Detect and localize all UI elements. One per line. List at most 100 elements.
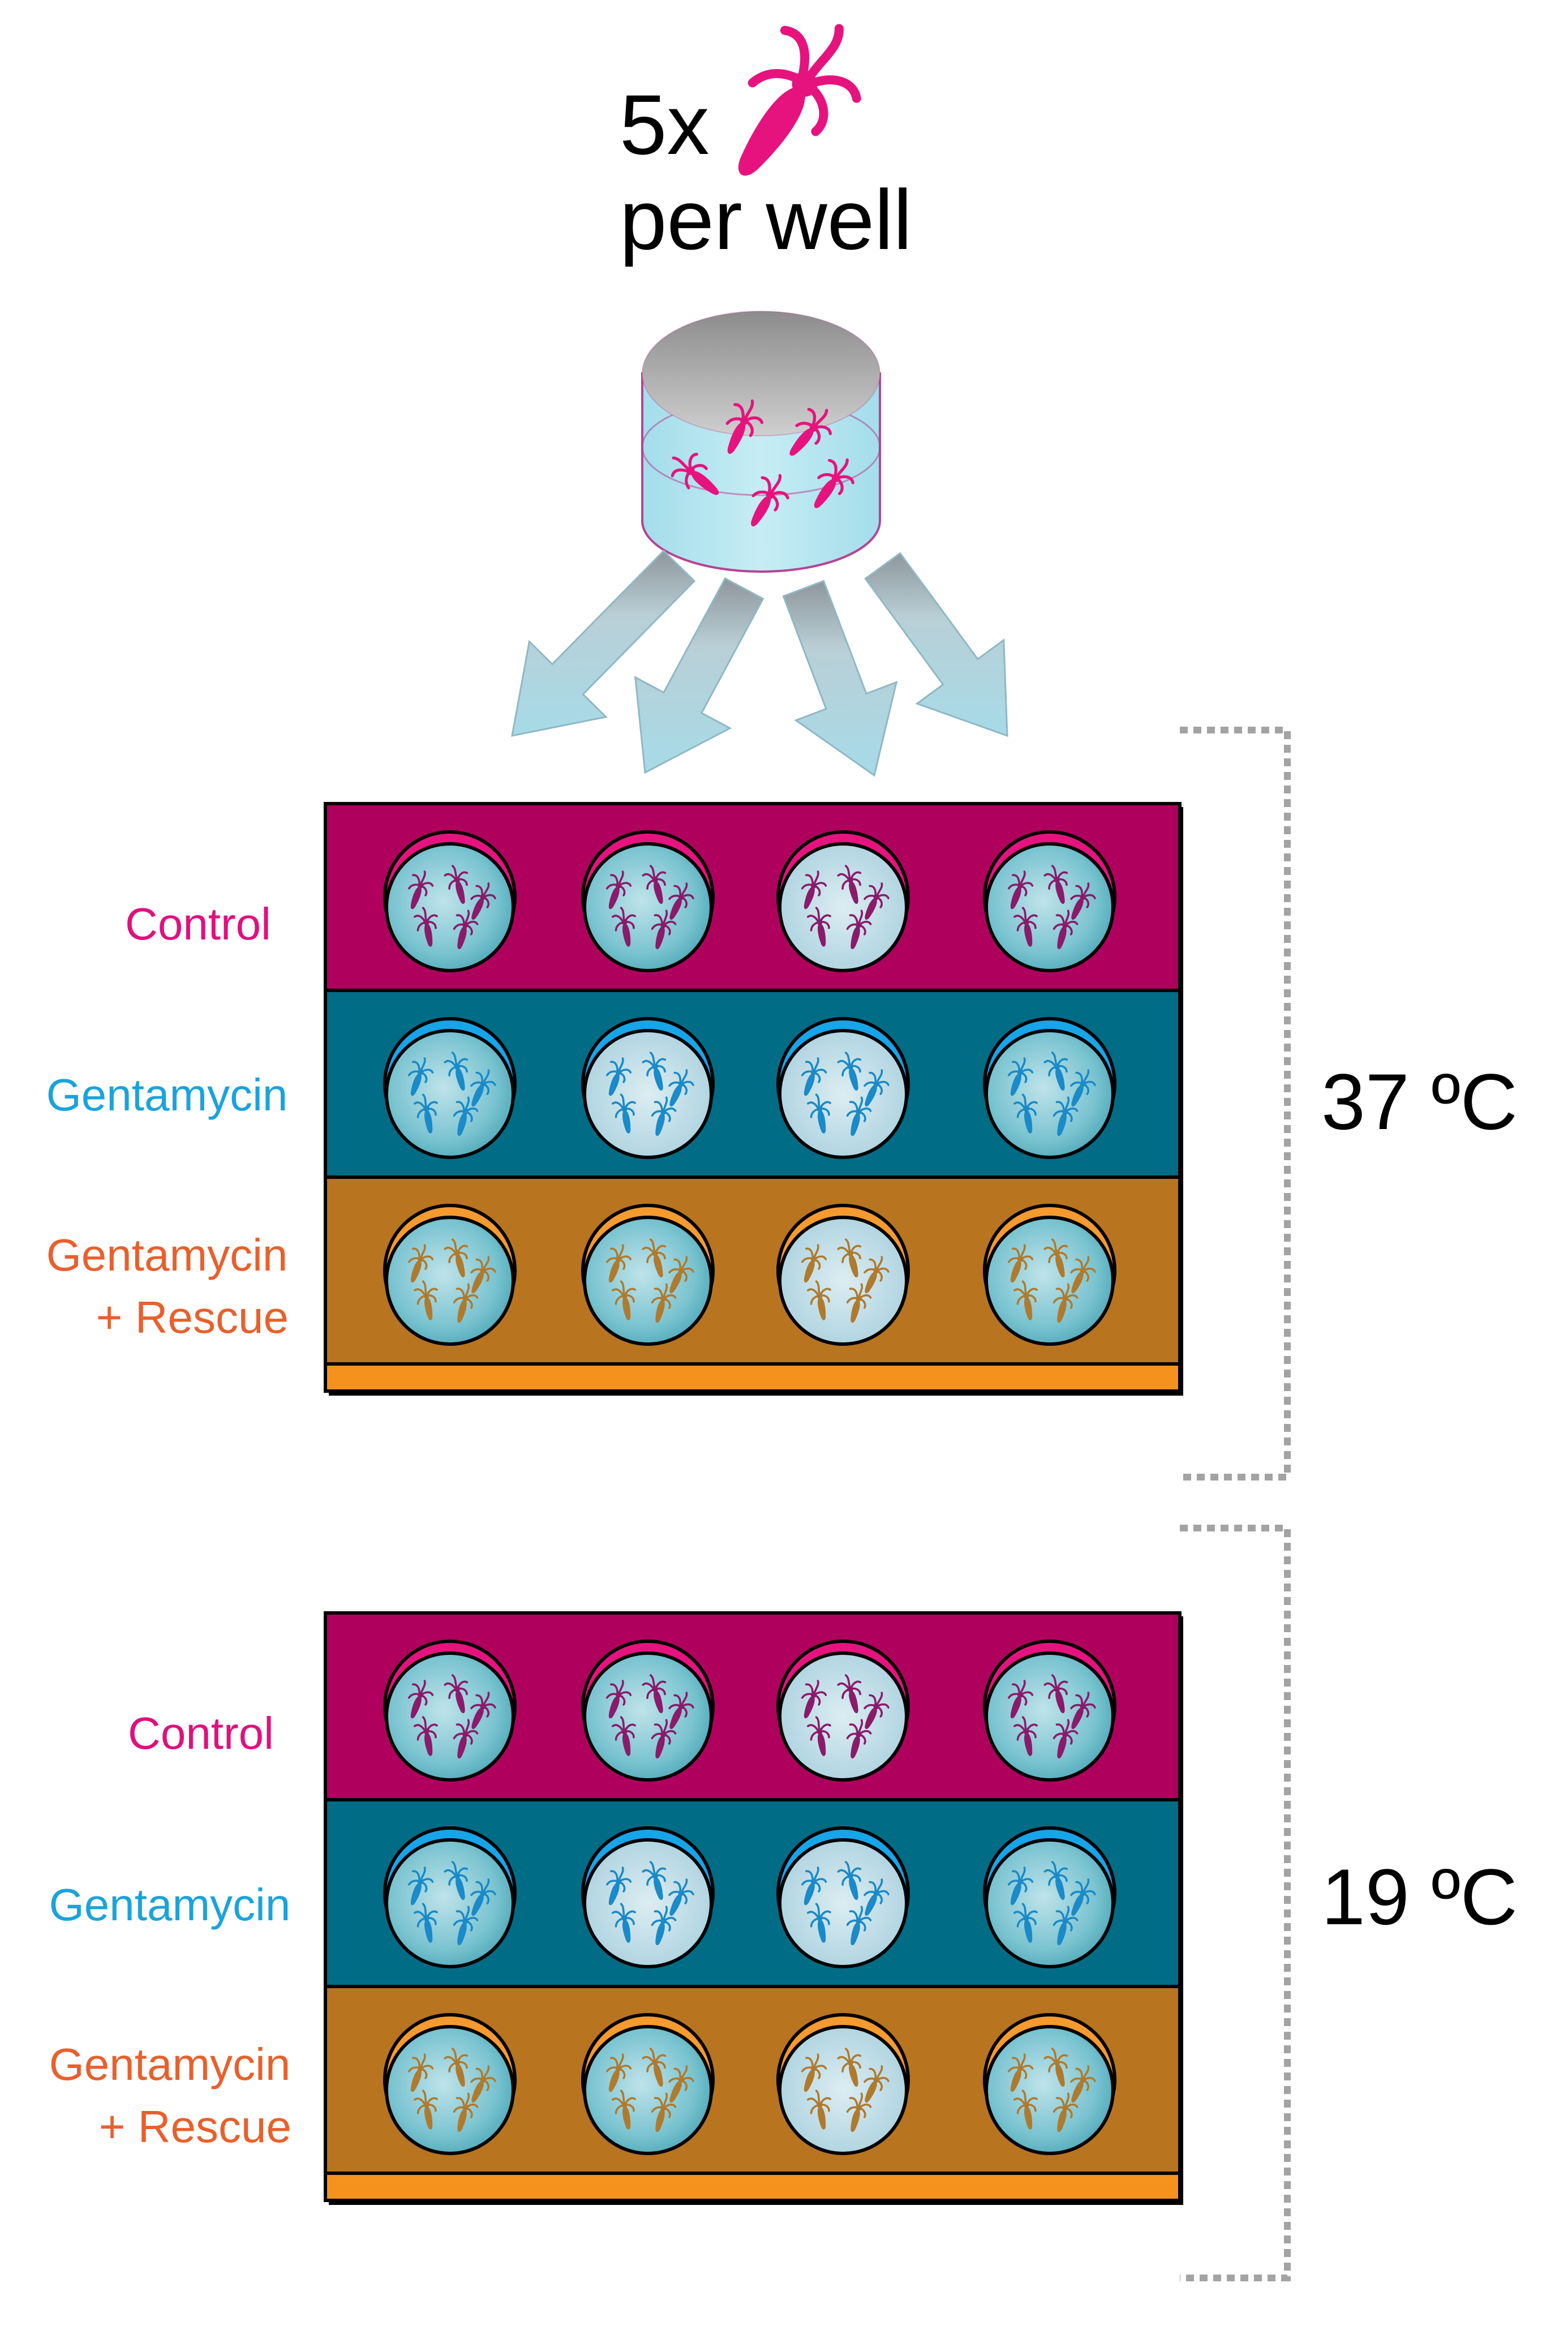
hydra-icon: [1070, 882, 1096, 920]
hydra-icon: [453, 1283, 479, 1323]
hydra-icon: [1007, 1680, 1034, 1719]
well: [776, 1640, 910, 1782]
hydra-icon: [668, 882, 694, 920]
hydra-icon: [1013, 1280, 1038, 1320]
plate-1: [324, 802, 1183, 1396]
hydra-icon: [668, 1878, 694, 1916]
hydra-icon: [1043, 2048, 1068, 2087]
hydra-icon: [651, 1719, 677, 1759]
hydra-icon: [801, 2053, 827, 2092]
hydra-icon: [864, 1256, 890, 1294]
hydra-icon: [671, 453, 719, 495]
hydra-icon: [612, 907, 636, 947]
hydra-icon: [837, 1861, 862, 1900]
hydra-icon: [642, 865, 667, 904]
hydra-icon: [1007, 1244, 1034, 1283]
hydra-icon: [651, 1283, 677, 1323]
hydra-icon: [864, 2065, 890, 2103]
hydra-icon: [846, 1283, 872, 1323]
row-label-gentamycin: Gentamycin: [46, 1070, 288, 1120]
hydra-icon: [444, 1052, 469, 1091]
hydra-icon: [651, 1906, 677, 1946]
hydra-icon: [668, 1069, 694, 1107]
hydra-icon: [1007, 2053, 1034, 2092]
hydra-icon: [864, 1069, 890, 1107]
row-label-rescue-line2: + Rescue: [96, 1292, 289, 1342]
well: [581, 830, 715, 972]
well: [983, 1640, 1116, 1782]
well: [983, 1017, 1116, 1159]
hydra-icon: [1007, 1057, 1034, 1096]
hydra-icon: [807, 907, 831, 947]
hydra-icon: [1013, 2089, 1038, 2130]
hydra-icon: [407, 870, 434, 909]
hydra-icon: [837, 1052, 862, 1091]
well: [581, 1640, 715, 1782]
hydra-icon: [846, 909, 872, 950]
hydra-icon: [642, 2048, 667, 2087]
hydra-icon: [1053, 1283, 1079, 1323]
hydra-icon: [1007, 870, 1034, 909]
bracket-19c: [1180, 1525, 1291, 2281]
row-label-rescue-line1: Gentamycin: [49, 2039, 291, 2089]
well: [776, 1826, 910, 1968]
well: [983, 1826, 1116, 1968]
hydra-icon: [837, 2048, 862, 2087]
hydra-icon: [1070, 1692, 1096, 1730]
hydra-icon: [864, 1692, 890, 1730]
hydra-icon: [801, 1866, 827, 1906]
hydra-icon: [1007, 1866, 1034, 1906]
hydra-icon: [807, 1903, 831, 1943]
hydra-icon: [837, 1238, 862, 1278]
hydra-icon: [444, 1238, 469, 1278]
hydra-icon: [470, 882, 496, 920]
hydra-icon: [407, 2053, 434, 2092]
well: [383, 830, 517, 972]
hydra-icon: [470, 2065, 496, 2103]
hydra-icon: [414, 1716, 438, 1756]
arrow-icon: [634, 577, 764, 774]
hydra-icon: [612, 1280, 636, 1320]
row-label-gentamycin: Gentamycin: [49, 1880, 291, 1930]
hydra-icon: [642, 1238, 667, 1278]
hydra-icon: [738, 24, 861, 176]
distribution-arrows: [511, 550, 1008, 777]
hydra-icon: [846, 2092, 872, 2132]
bracket-37c: [1180, 727, 1291, 1481]
hydra-icon: [751, 474, 789, 527]
hydra-icon: [1013, 1093, 1038, 1134]
hydra-icon: [453, 1719, 479, 1759]
well: [581, 1204, 715, 1346]
hydra-icon: [444, 2048, 469, 2087]
hydra-icon: [668, 2065, 694, 2103]
hydra-icon: [605, 1866, 632, 1906]
hydra-icon: [807, 2089, 831, 2130]
plate-2-labels: Control Gentamycin Gentamycin + Rescue 1…: [49, 1708, 1518, 2152]
well: [383, 1204, 517, 1346]
hydra-icon: [642, 1861, 667, 1900]
hydra-icon: [605, 2053, 632, 2092]
hydra-icon: [651, 1096, 677, 1136]
well: [383, 2013, 517, 2155]
row-label-control: Control: [125, 899, 271, 949]
hydra-icon: [1053, 1906, 1079, 1946]
hydra-icon: [407, 1057, 434, 1096]
temperature-label: 37 ºC: [1321, 1057, 1518, 1146]
hydra-icon: [668, 1256, 694, 1294]
well: [581, 2013, 715, 2155]
hydra-icon: [1070, 1256, 1096, 1294]
hydra-icon: [407, 1866, 434, 1906]
hydra-icon: [801, 1057, 827, 1096]
hydra-icon: [612, 1093, 636, 1134]
hydra-icon: [738, 24, 861, 176]
hydra-icon: [1013, 907, 1038, 947]
hydra-icon: [453, 909, 479, 950]
hydra-icon: [612, 1903, 636, 1943]
hydra-icon: [642, 1674, 667, 1714]
hydra-icon: [801, 1680, 827, 1719]
hydra-icon: [407, 1244, 434, 1283]
hydra-icon: [1043, 1674, 1068, 1714]
hydra-icon: [470, 1069, 496, 1107]
hydra-icon: [612, 1716, 636, 1756]
hydra-icon: [444, 1861, 469, 1900]
